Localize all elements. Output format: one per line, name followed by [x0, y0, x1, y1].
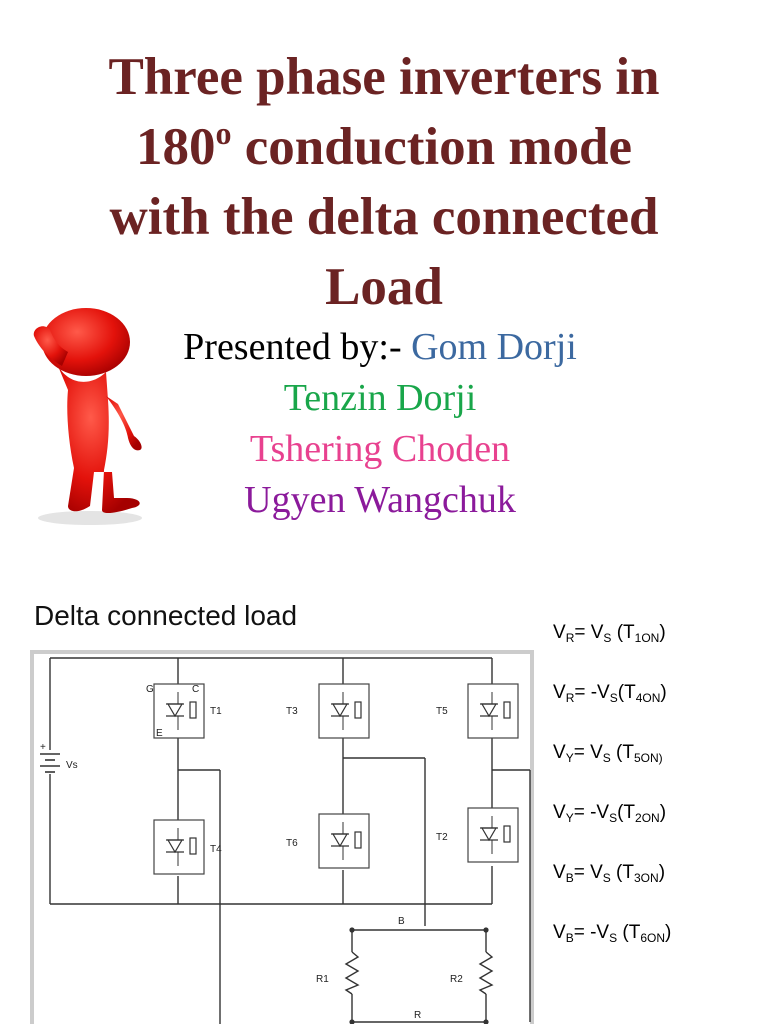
eq-mid: = -V [573, 802, 610, 823]
equation-row: VB= -VS (T6ON) [553, 920, 671, 980]
battery-icon [40, 753, 60, 773]
equation-row: VR= -VS(T4ON) [553, 680, 671, 740]
diagram-title: Delta connected load [34, 600, 298, 631]
node-label-b: B [398, 916, 405, 927]
resistor-r2-icon [478, 951, 494, 995]
title-line-1: Three phase inverters in [108, 48, 660, 106]
title-degree-mark: o [215, 115, 232, 151]
eq-base: V [553, 802, 566, 823]
presenter-name-3: Tshering Choden [249, 428, 511, 470]
eq-base: V [553, 862, 566, 883]
presenter-name-4: Ugyen Wangchuk [244, 479, 516, 521]
terminal-label-e: E [156, 728, 163, 739]
thinking-person-icon [33, 308, 142, 525]
eq-paren-close: ) [659, 802, 667, 823]
eq-mid: = -V [573, 922, 610, 943]
eq-mid: = V [573, 862, 603, 883]
switch-label-t5: T5 [436, 706, 448, 717]
presented-by-label: Presented by:- [183, 326, 402, 368]
terminal-label-c: C [192, 684, 199, 695]
eq-mid: = V [574, 622, 604, 643]
node-label-r: R [414, 1010, 421, 1021]
switch-label-t1: T1 [210, 706, 222, 717]
eq-paren-open: (T [617, 922, 641, 943]
eq-sub-switch: 2ON [635, 811, 660, 825]
eq-sub-source: S [603, 631, 612, 645]
eq-sub-switch: 5ON) [634, 751, 663, 765]
eq-sub-source: S [609, 931, 618, 945]
eq-paren-close: ) [659, 622, 666, 643]
title-line-4: Load [325, 258, 443, 316]
eq-sub-source: S [609, 811, 618, 825]
eq-sub-source: S [609, 691, 618, 705]
eq-sub-source: S [602, 871, 611, 885]
switching-equations: VR= VS (T1ON) VR= -VS(T4ON) VY= VS (T5ON… [553, 620, 671, 980]
equation-row: VY= VS (T5ON) [553, 740, 671, 800]
title-line-2-rest: conduction mode [231, 118, 632, 176]
equation-row: VB= VS (T3ON) [553, 860, 671, 920]
eq-paren-close: ) [660, 682, 667, 703]
eq-sub-switch: 3ON [634, 871, 659, 885]
eq-sub-phase: Y [565, 811, 574, 825]
eq-sub-phase: Y [565, 751, 574, 765]
delta-inverter-circuit: + Vs T1 T3 T5 T4 T6 T2 G C E B R R1 R2 [30, 650, 534, 1024]
eq-sub-source: S [602, 751, 611, 765]
equation-row: VR= VS (T1ON) [553, 620, 671, 680]
eq-base: V [553, 622, 566, 643]
presenter-name-2: Tenzin Dorji [283, 377, 477, 419]
source-plus-sign: + [40, 742, 46, 753]
switch-label-t2: T2 [436, 832, 448, 843]
resistor-label-r2: R2 [450, 974, 463, 985]
equation-row: VY= -VS(T2ON) [553, 800, 671, 860]
eq-paren-open: (T [617, 802, 636, 823]
eq-mid: = -V [574, 682, 610, 703]
igbt-switch-group [153, 683, 519, 875]
source-label: Vs [66, 760, 78, 771]
title-line-3: with the delta connected [109, 188, 659, 246]
eq-sub-phase: R [565, 631, 575, 645]
presenter-name-1: Gom Dorji [411, 326, 577, 368]
eq-sub-phase: R [565, 691, 575, 705]
eq-paren-open: (T [610, 742, 634, 763]
presenters-first-row: Presented by:- Gom Dorji [80, 322, 680, 373]
eq-sub-phase: B [565, 931, 574, 945]
eq-sub-switch: 1ON [634, 631, 660, 645]
circuit-frame [30, 650, 534, 1024]
switch-label-t6: T6 [286, 838, 298, 849]
eq-base: V [553, 742, 566, 763]
eq-paren-close: ) [658, 862, 666, 883]
resistor-r1-icon [344, 951, 360, 995]
presenters-block: Presented by:- Gom Dorji Tenzin Dorji Ts… [80, 322, 680, 526]
eq-paren-open: (T [617, 682, 636, 703]
terminal-label-g: G [146, 684, 154, 695]
slide-title: Three phase inverters in 180o conduction… [40, 42, 728, 322]
eq-paren-open: (T [610, 862, 634, 883]
eq-paren-close: ) [665, 922, 672, 943]
eq-sub-phase: B [565, 871, 574, 885]
eq-sub-switch: 6ON [640, 931, 665, 945]
title-angle: 180 [136, 118, 216, 176]
eq-mid: = V [573, 742, 603, 763]
switch-label-t4: T4 [210, 844, 222, 855]
switch-label-t3: T3 [286, 706, 298, 717]
eq-base: V [553, 682, 566, 703]
eq-paren-open: (T [611, 622, 635, 643]
eq-sub-switch: 4ON [635, 691, 661, 705]
resistor-label-r1: R1 [316, 974, 329, 985]
eq-base: V [553, 922, 566, 943]
